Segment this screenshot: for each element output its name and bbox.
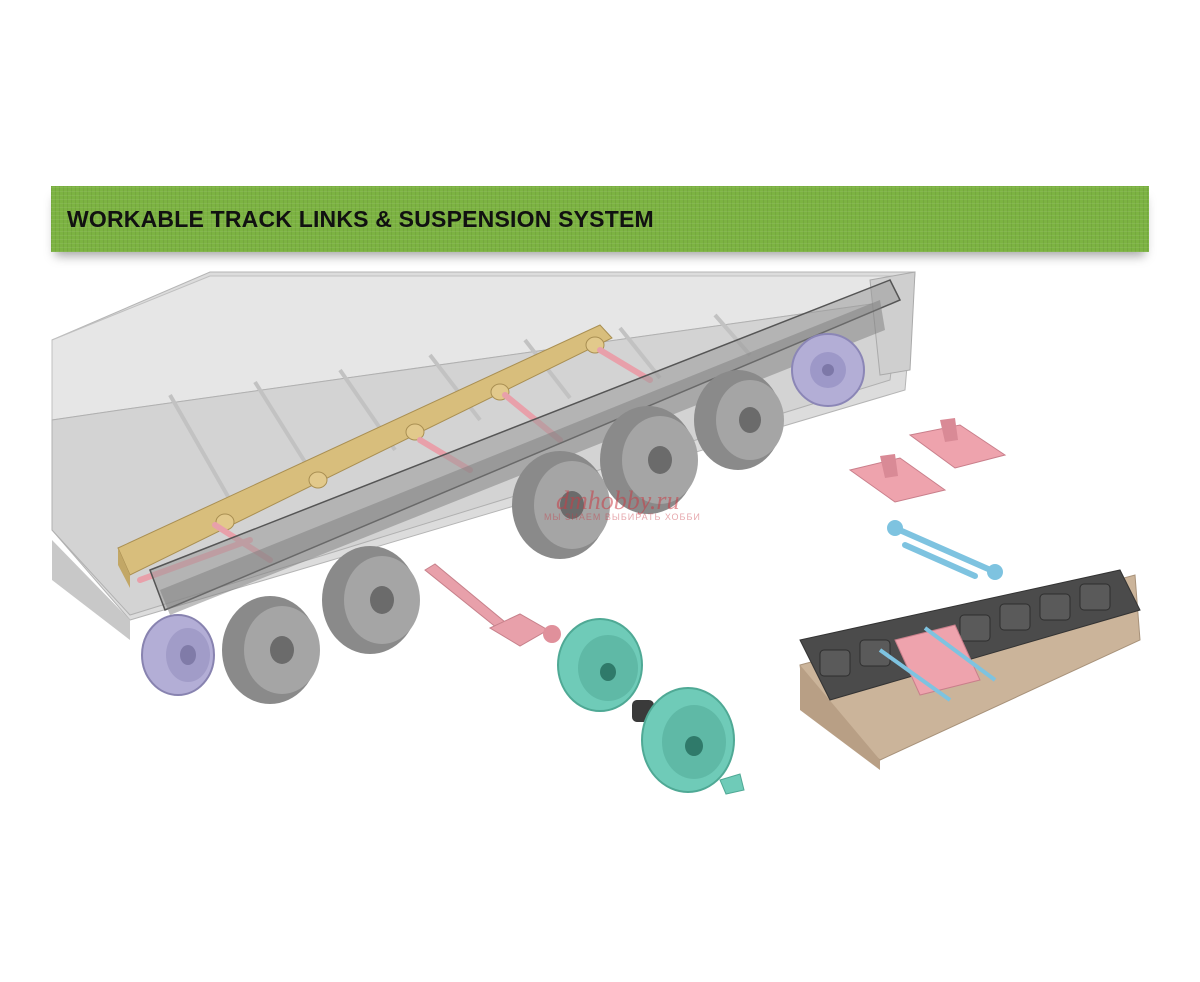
banner-title: WORKABLE TRACK LINKS & SUSPENSION SYSTEM [67,206,654,232]
exploded-torsion-arm [424,563,561,647]
exploded-road-wheel [557,618,745,795]
title-banner: WORKABLE TRACK LINKS & SUSPENSION SYSTEM [51,186,1149,252]
exploded-track-links [848,418,1007,503]
idler-wheel [141,614,215,696]
track-jig-assembly [799,569,1141,770]
exploded-connector [887,520,1003,580]
drive-sprocket [791,333,865,407]
suspension-rail [117,324,613,588]
road-wheels [222,370,784,704]
